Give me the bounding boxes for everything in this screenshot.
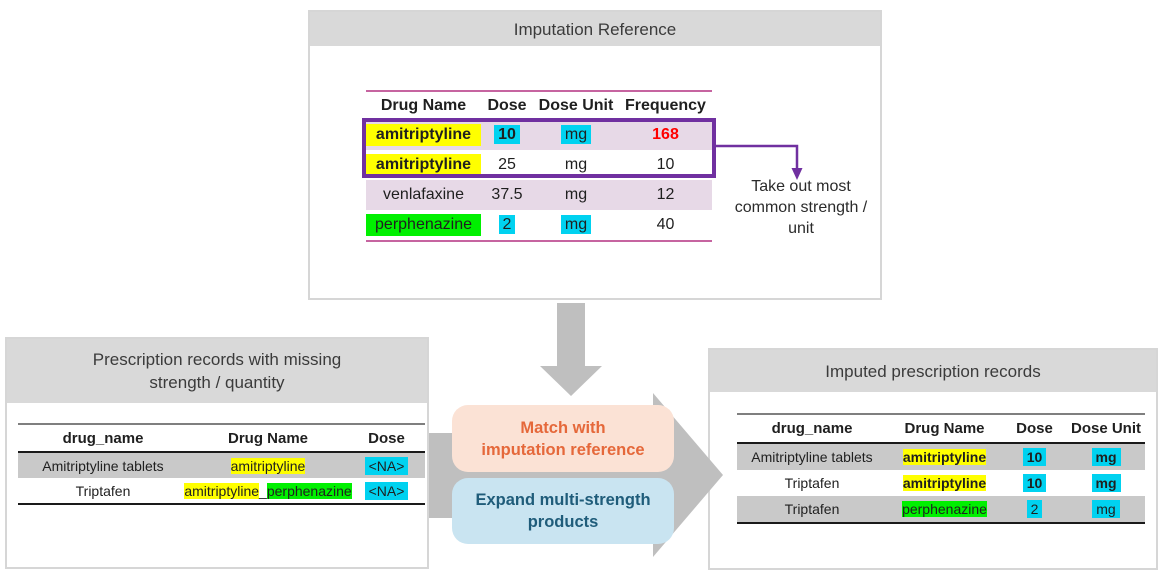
drug-name-cell: Amitriptyline tablets xyxy=(751,449,873,465)
col-header-dose: Dose xyxy=(1016,420,1053,437)
matched-drug-cell: amitriptyline xyxy=(230,457,306,474)
col-header-drug-name-raw: drug_name xyxy=(771,420,853,437)
imputation-reference-table: Drug Name Dose Dose Unit Frequency amitr… xyxy=(366,90,712,242)
drug-cell: perphenazine xyxy=(366,214,481,236)
step-expand-multistrength: Expand multi-strength products xyxy=(452,478,674,544)
imputation-reference-panel: Imputation Reference Drug Name Dose Dose… xyxy=(308,10,882,300)
table-row: venlafaxine 37.5 mg 12 xyxy=(366,180,712,210)
frequency-cell: 40 xyxy=(656,216,675,233)
col-header-dose-unit: Dose Unit xyxy=(1070,420,1141,437)
dose-cell: 37.5 xyxy=(491,186,523,203)
dose-cell: <NA> xyxy=(364,456,409,475)
frequency-cell: 10 xyxy=(656,156,675,173)
frequency-cell: 168 xyxy=(652,126,679,143)
table-row: Amitriptyline tablets amitriptyline <NA> xyxy=(18,453,425,478)
dose-unit-cell: mg xyxy=(560,125,592,144)
panel-title-text: Imputation Reference xyxy=(513,19,677,39)
dose-cell: 2 xyxy=(1026,500,1043,518)
table-header-row: drug_name Drug Name Dose Dose Unit xyxy=(737,415,1145,444)
dose-cell: <NA> xyxy=(364,481,409,500)
drug-cell: amitriptyline xyxy=(366,154,481,176)
panel-title-text: Imputed prescription records xyxy=(825,361,1041,381)
drug-cell: venlafaxine xyxy=(383,186,464,203)
col-header-frequency: Frequency xyxy=(625,97,706,114)
elbow-arrow-icon xyxy=(716,144,803,180)
matched-drug-cell: perphenazine xyxy=(902,501,987,517)
dose-unit-cell: mg xyxy=(560,215,592,234)
down-arrow-icon xyxy=(540,303,602,396)
imputed-records-panel: Imputed prescription records drug_name D… xyxy=(708,348,1158,570)
table-row: Triptafen amitriptyline_perphenazine <NA… xyxy=(18,478,425,503)
missing-records-table: drug_name Drug Name Dose Amitriptyline t… xyxy=(18,423,425,505)
matched-drug-cell: amitriptyline_perphenazine xyxy=(184,482,352,499)
table-header-row: Drug Name Dose Dose Unit Frequency xyxy=(366,92,712,120)
col-header-dose: Dose xyxy=(487,97,527,114)
matched-drug-cell: amitriptyline xyxy=(902,449,987,465)
imputed-records-table: drug_name Drug Name Dose Dose Unit Amitr… xyxy=(737,413,1145,524)
step-match-with-reference: Match with imputation reference xyxy=(452,405,674,472)
dose-unit-cell: mg xyxy=(1091,448,1121,466)
dose-cell: 25 xyxy=(498,156,516,173)
dose-cell: 10 xyxy=(1022,448,1047,466)
take-out-note: Take out most common strength / unit xyxy=(734,178,868,237)
col-header-drug-name-raw: drug_name xyxy=(62,429,144,447)
col-header-drug-name: Drug Name xyxy=(380,97,467,114)
dose-cell: 2 xyxy=(498,215,516,234)
drug-name-cell: Amitriptyline tablets xyxy=(42,457,164,474)
imputation-reference-title: Imputation Reference xyxy=(310,12,880,46)
panel-title-line2: strength / quantity xyxy=(149,373,285,392)
drug-name-cell: Triptafen xyxy=(784,501,840,517)
dose-unit-cell: mg xyxy=(1092,500,1120,518)
table-row: Amitriptyline tablets amitriptyline 10 m… xyxy=(737,444,1145,470)
col-header-dose-unit: Dose Unit xyxy=(538,97,614,114)
drug-cell: amitriptyline xyxy=(366,124,481,146)
dose-cell: 10 xyxy=(1022,474,1047,492)
dose-unit-cell: mg xyxy=(564,156,588,173)
dose-unit-cell: mg xyxy=(1091,474,1121,492)
table-row: Triptafen amitriptyline 10 mg xyxy=(737,470,1145,496)
col-header-drug-name: Drug Name xyxy=(904,420,985,437)
matched-drug-cell: amitriptyline xyxy=(902,475,987,491)
drug-name-cell: Triptafen xyxy=(75,482,131,499)
dose-cell: 10 xyxy=(494,125,520,144)
drug-name-cell: Triptafen xyxy=(784,475,840,491)
panel-title-line1: Prescription records with missing xyxy=(92,350,342,369)
table-row: amitriptyline 10 mg 168 xyxy=(366,120,712,150)
missing-records-panel: Prescription records with missing streng… xyxy=(5,337,429,569)
table-header-row: drug_name Drug Name Dose xyxy=(18,425,425,453)
col-header-dose: Dose xyxy=(368,429,405,447)
missing-records-title: Prescription records with missing streng… xyxy=(7,339,427,403)
table-row: amitriptyline 25 mg 10 xyxy=(366,150,712,180)
table-row: Triptafen perphenazine 2 mg xyxy=(737,496,1145,522)
dose-unit-cell: mg xyxy=(564,186,588,203)
frequency-cell: 12 xyxy=(656,186,675,203)
table-row: perphenazine 2 mg 40 xyxy=(366,210,712,240)
col-header-drug-name: Drug Name xyxy=(227,429,309,447)
imputed-records-title: Imputed prescription records xyxy=(710,350,1156,392)
